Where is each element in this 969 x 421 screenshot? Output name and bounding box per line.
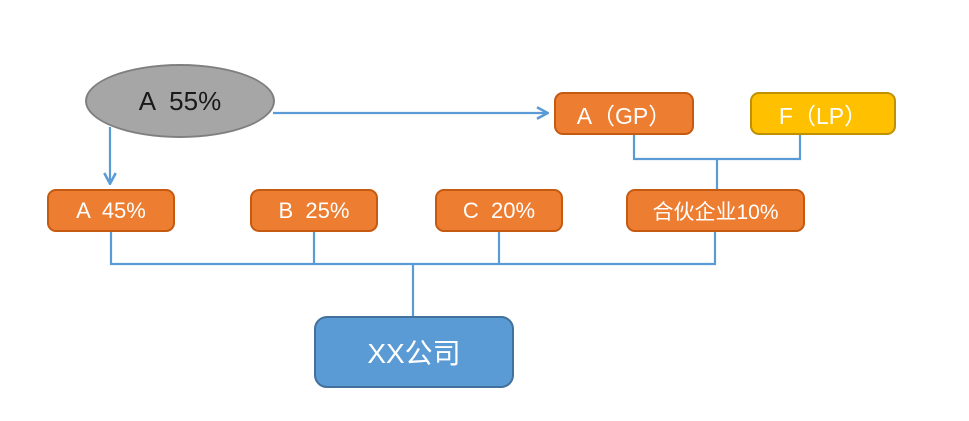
company-label: XX公司 (367, 338, 461, 369)
shareholder-c20-label: C 20% (462, 197, 536, 223)
shareholder-b25-node: B 25% (250, 189, 378, 232)
lp-node: F（LP） (750, 92, 896, 135)
shareholder-b25-label: B 25% (278, 197, 350, 223)
connector-gp-lp-to-partnership (632, 135, 802, 189)
shareholder-a-ellipse: A 55% (85, 64, 275, 138)
gp-label: A（GP） (576, 102, 672, 129)
partnership-label: 合伙企业10% (652, 200, 779, 224)
shareholder-a45-label: A 45% (76, 197, 146, 223)
connector-shareholders-to-company (109, 232, 717, 316)
lp-label: F（LP） (778, 102, 868, 129)
partnership-node: 合伙企业10% (626, 189, 805, 232)
shareholder-a-label: A 55% (138, 85, 222, 116)
shareholder-c20-node: C 20% (435, 189, 563, 232)
gp-node: A（GP） (554, 92, 694, 135)
shareholder-a45-node: A 45% (47, 189, 175, 232)
company-node: XX公司 (314, 316, 514, 388)
